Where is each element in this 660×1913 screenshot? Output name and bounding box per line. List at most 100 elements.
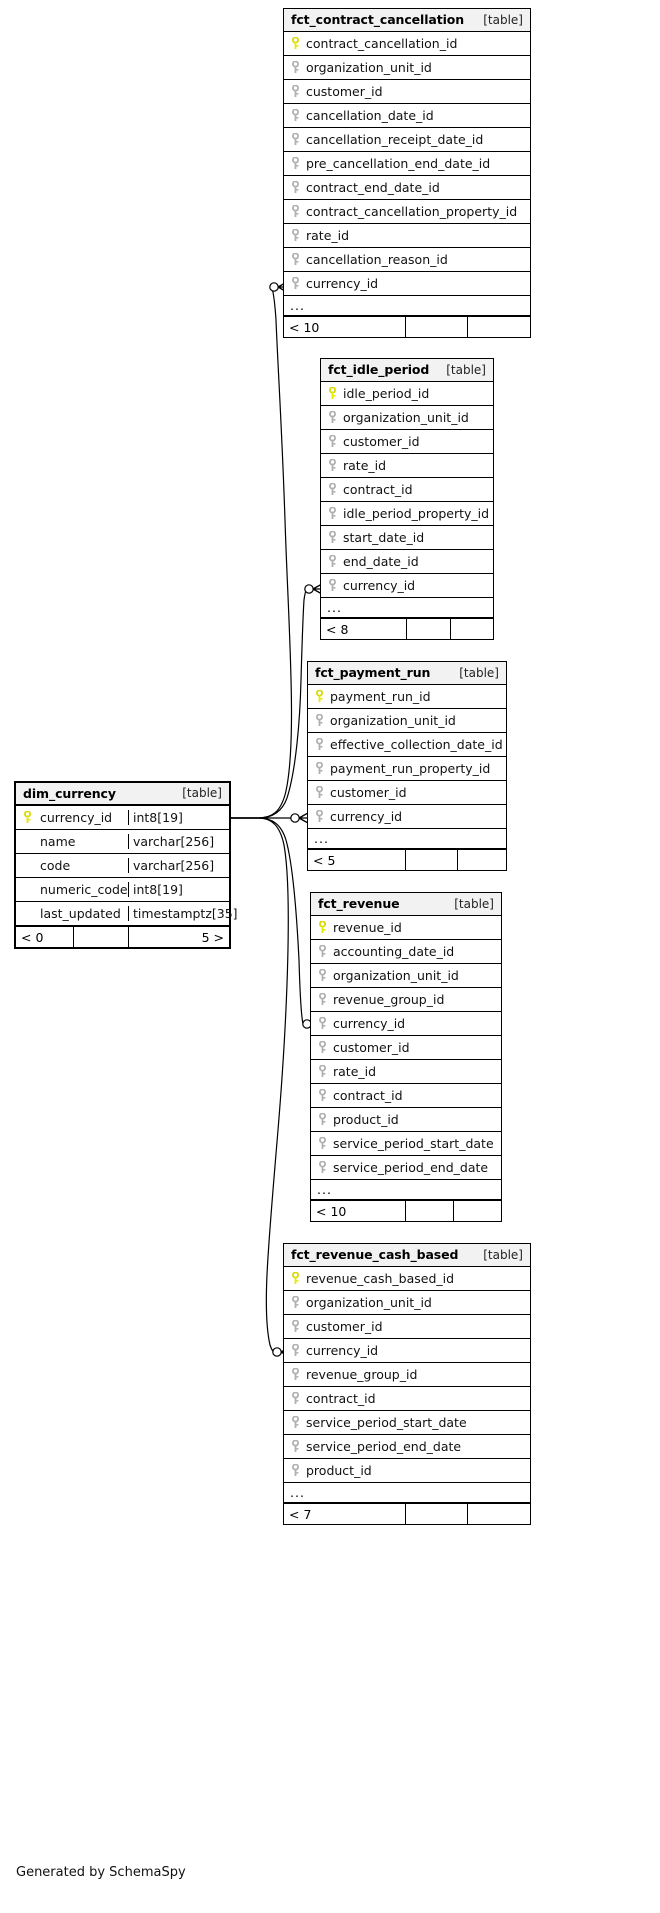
column-row[interactable]: customer_id [311,1036,501,1060]
column-name: revenue_cash_based_id [306,1271,455,1286]
column-row[interactable]: service_period_start_date [311,1132,501,1156]
column-row[interactable]: cancellation_receipt_date_id [284,128,530,152]
column-row[interactable]: organization_unit_id [321,406,493,430]
more-columns-ellipsis: ... [311,1180,501,1200]
column-row[interactable]: revenue_group_id [284,1363,530,1387]
column-name: currency_id [306,1343,379,1358]
column-row[interactable]: service_period_end_date [311,1156,501,1180]
column-row[interactable]: payment_run_property_id [308,757,506,781]
column-name: organization_unit_id [306,1295,432,1310]
footer-child-count [468,1504,530,1524]
table-fct-revenue[interactable]: fct_revenue [table] revenue_id accountin… [310,892,502,1222]
column-row[interactable]: rate_id [284,224,530,248]
column-row[interactable]: contract_id [284,1387,530,1411]
column-row[interactable]: organization_unit_id [308,709,506,733]
column-row[interactable]: organization_unit_id [284,56,530,80]
foreign-key-icon [308,714,328,727]
table-header: fct_revenue_cash_based [table] [284,1244,530,1267]
column-row[interactable]: effective_collection_date_id [308,733,506,757]
column-row[interactable]: contract_id [321,478,493,502]
column-row[interactable]: revenue_id [311,916,501,940]
column-row[interactable]: name varchar[256] [16,830,229,854]
column-row[interactable]: service_period_start_date [284,1411,530,1435]
column-row[interactable]: contract_cancellation_id [284,32,530,56]
column-row-currency-id[interactable]: currency_id [284,272,530,296]
column-row-currency-id[interactable]: currency_id [308,805,506,829]
column-row[interactable]: end_date_id [321,550,493,574]
column-row[interactable]: idle_period_id [321,382,493,406]
footer-parent-count: < 10 [311,1201,406,1221]
column-datatype: varchar[256] [133,834,215,849]
table-title: fct_idle_period [328,362,430,377]
table-title: fct_contract_cancellation [291,12,465,27]
column-row[interactable]: product_id [311,1108,501,1132]
column-name: service_period_start_date [306,1415,467,1430]
column-datatype: int8[19] [133,882,183,897]
table-type-label: [table] [446,362,486,377]
table-fct-payment-run[interactable]: fct_payment_run [table] payment_run_id o… [307,661,507,871]
column-row-currency-id[interactable]: currency_id [284,1339,530,1363]
column-row[interactable]: customer_id [284,1315,530,1339]
column-row[interactable]: pre_cancellation_end_date_id [284,152,530,176]
primary-key-icon [308,690,328,703]
footer-parent-count: < 0 [16,927,74,947]
column-row[interactable]: numeric_code int8[19] [16,878,229,902]
column-row[interactable]: idle_period_property_id [321,502,493,526]
table-fct-idle-period[interactable]: fct_idle_period [table] idle_period_id o… [320,358,494,640]
column-name: payment_run_property_id [330,761,491,776]
footer-parent-count: < 5 [308,850,406,870]
edge-dim-currency-to-fct-contract-cancellation [231,287,293,819]
table-title: dim_currency [23,785,116,801]
column-name: revenue_group_id [306,1367,418,1382]
column-row[interactable]: organization_unit_id [311,964,501,988]
primary-key-icon [311,921,331,934]
column-name-cell: name [16,834,129,849]
footer-child-count [468,317,530,337]
column-row[interactable]: customer_id [284,80,530,104]
column-name: contract_cancellation_property_id [306,204,518,219]
column-name: cancellation_reason_id [306,252,448,267]
column-row[interactable]: contract_end_date_id [284,176,530,200]
column-name: cancellation_date_id [306,108,434,123]
column-name-cell: currency_id [16,810,129,825]
column-row-currency-id[interactable]: currency_id int8[19] [16,806,229,830]
foreign-key-icon [284,85,304,98]
foreign-key-icon [311,1161,331,1174]
column-row[interactable]: contract_cancellation_property_id [284,200,530,224]
foreign-key-icon [284,205,304,218]
foreign-key-icon [321,555,341,568]
column-row[interactable]: service_period_end_date [284,1435,530,1459]
table-fct-revenue-cash-based[interactable]: fct_revenue_cash_based [table] revenue_c… [283,1243,531,1525]
column-row[interactable]: revenue_group_id [311,988,501,1012]
column-row[interactable]: customer_id [321,430,493,454]
column-row[interactable]: code varchar[256] [16,854,229,878]
column-row-currency-id[interactable]: currency_id [311,1012,501,1036]
column-row[interactable]: cancellation_reason_id [284,248,530,272]
foreign-key-icon [311,1017,331,1030]
table-footer: < 10 [311,1200,501,1221]
table-dim-currency[interactable]: dim_currency [table] currency_id int8[19… [14,781,238,949]
column-row[interactable]: last_updated timestamptz[35] [16,902,238,926]
column-row-currency-id[interactable]: currency_id [321,574,493,598]
foreign-key-icon [321,411,341,424]
column-row[interactable]: contract_id [311,1084,501,1108]
footer-parent-count: < 10 [284,317,406,337]
foreign-key-icon [284,1464,304,1477]
column-row[interactable]: payment_run_id [308,685,506,709]
table-type-label: [table] [483,1247,523,1262]
foreign-key-icon [311,993,331,1006]
more-columns-ellipsis: ... [284,296,530,316]
column-row[interactable]: start_date_id [321,526,493,550]
column-row[interactable]: cancellation_date_id [284,104,530,128]
table-footer: < 10 [284,316,530,337]
column-row[interactable]: customer_id [308,781,506,805]
table-fct-contract-cancellation[interactable]: fct_contract_cancellation [table] contra… [283,8,531,338]
table-type-label: [table] [483,12,523,27]
column-name: revenue_group_id [333,992,445,1007]
column-row[interactable]: organization_unit_id [284,1291,530,1315]
column-row[interactable]: revenue_cash_based_id [284,1267,530,1291]
column-row[interactable]: product_id [284,1459,530,1483]
column-row[interactable]: rate_id [321,454,493,478]
column-row[interactable]: accounting_date_id [311,940,501,964]
column-row[interactable]: rate_id [311,1060,501,1084]
